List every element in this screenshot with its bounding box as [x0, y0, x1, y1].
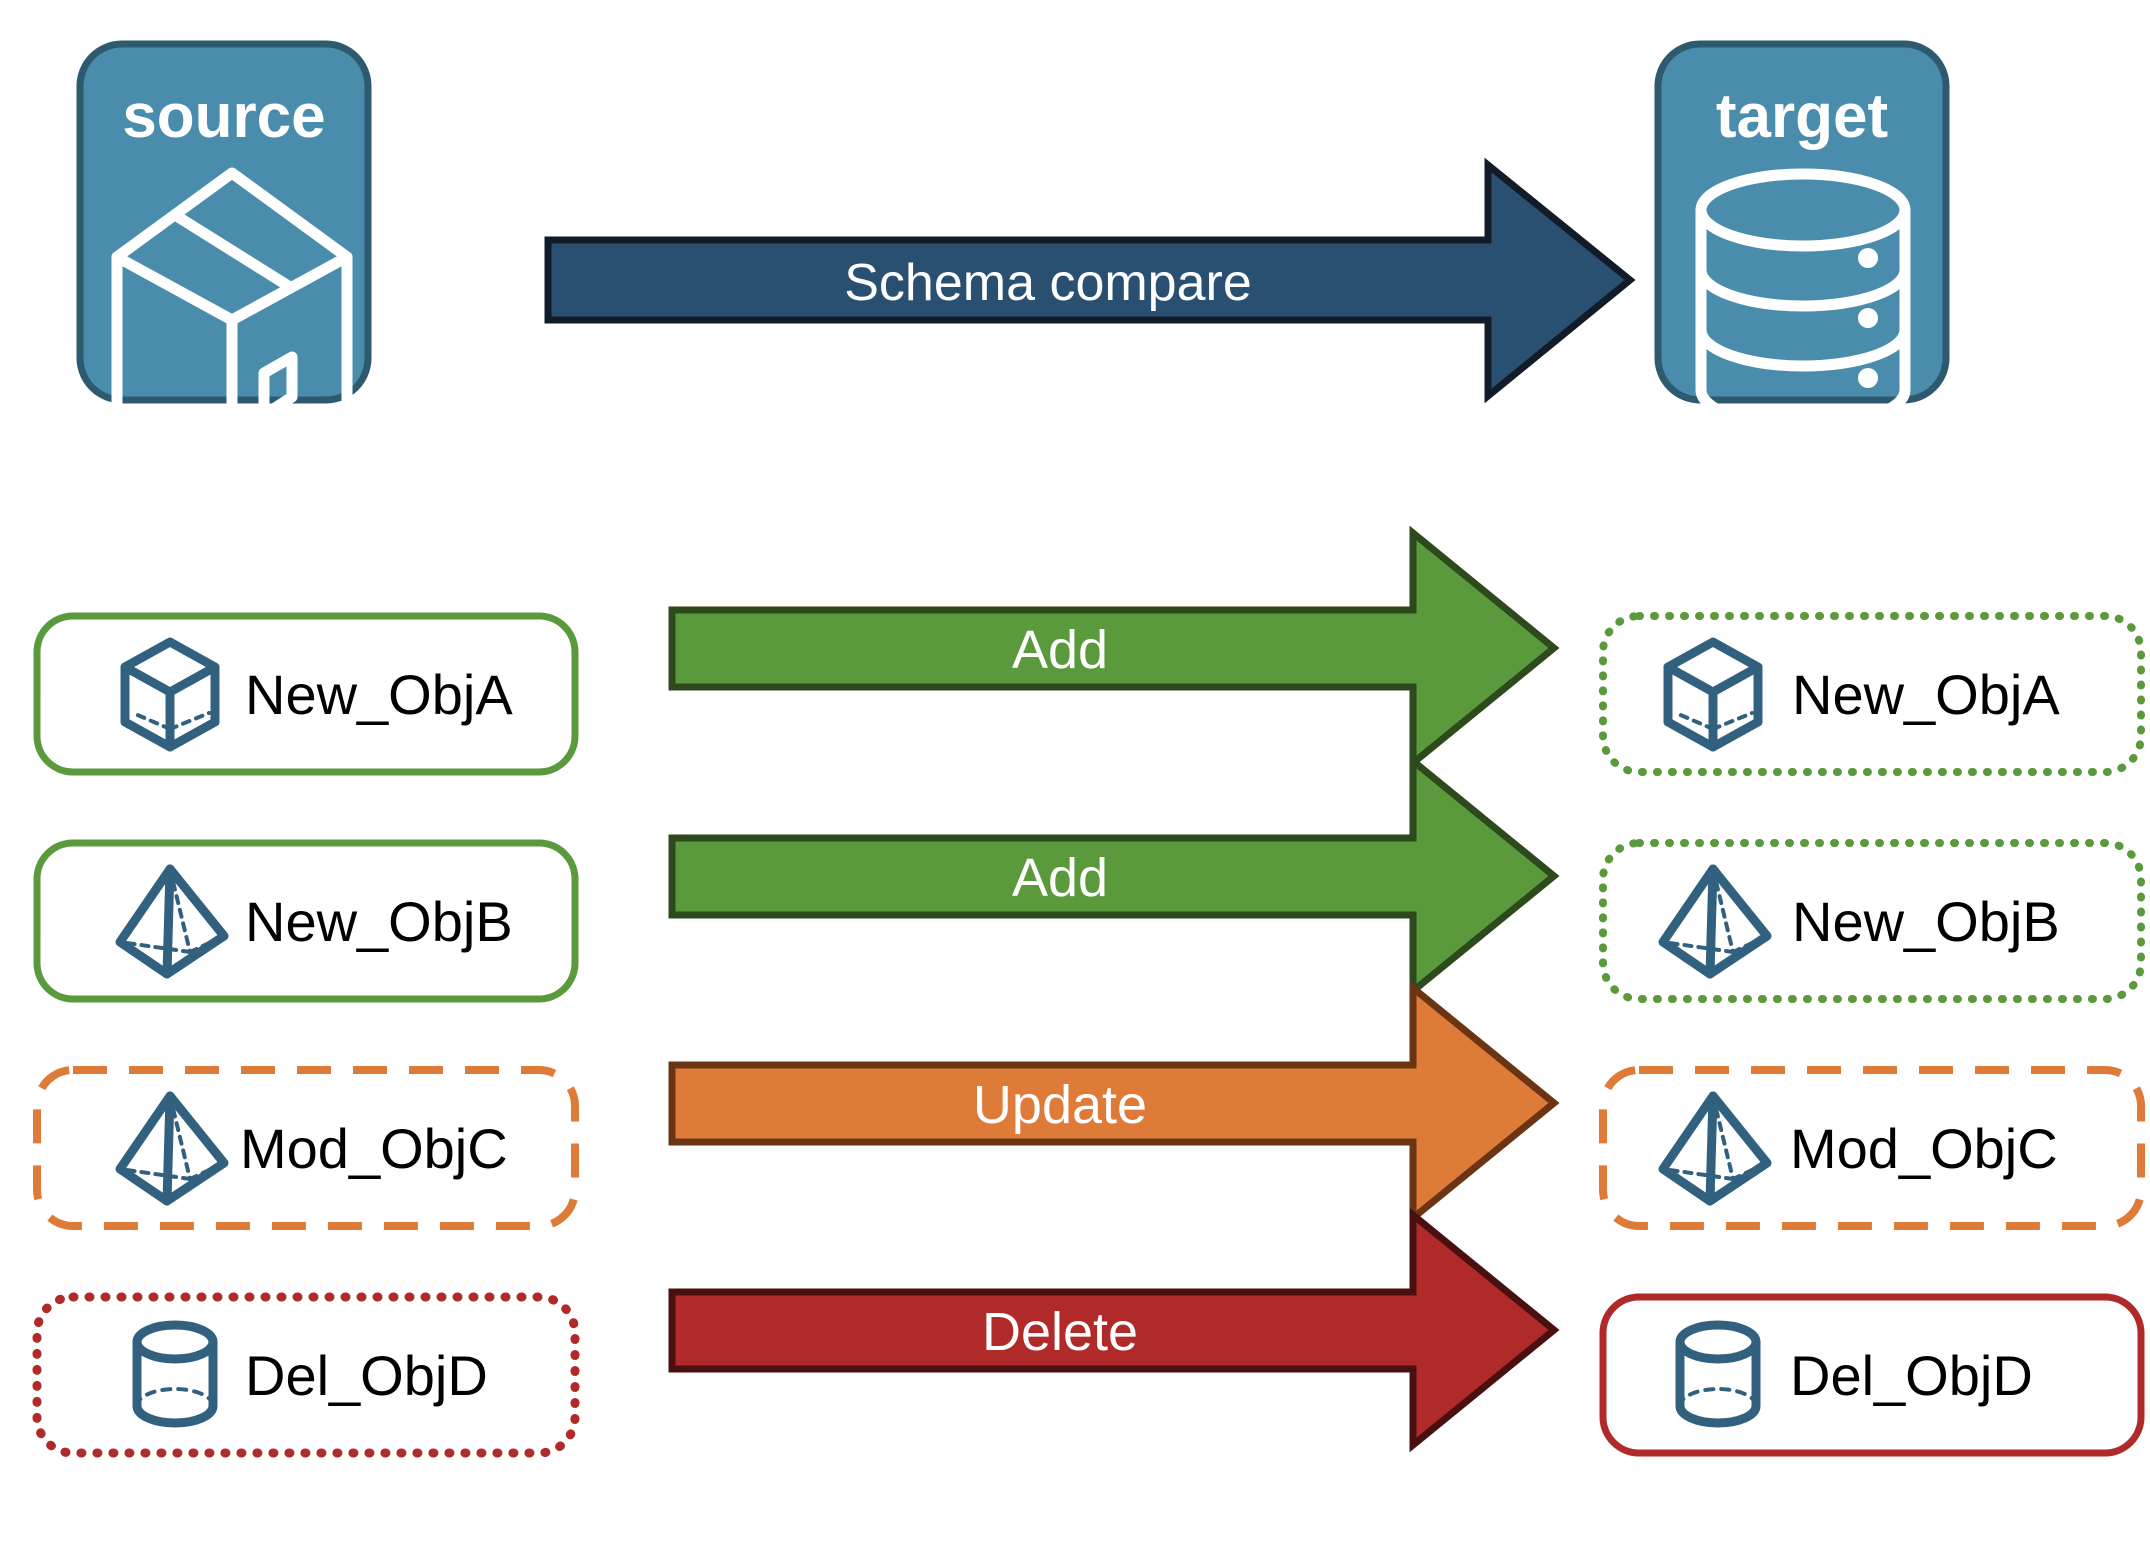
endpoint-source-label: source — [122, 82, 325, 151]
source-object-label-3: Del_ObjD — [245, 1344, 488, 1407]
schema-compare-arrow-label: Schema compare — [844, 254, 1252, 312]
endpoint-target-label: target — [1716, 82, 1888, 151]
schema-compare-arrow-shape — [544, 157, 1636, 404]
source-object-label-0: New_ObjA — [245, 663, 513, 726]
action-arrow-3[interactable] — [668, 1207, 1560, 1453]
row-update-mod-objc: Mod_ObjC Update Mod_ObjC — [33, 980, 2145, 1230]
row-delete-del-objd: Del_ObjD Delete Del_ObjD — [32, 1207, 2145, 1458]
target-object-label-3: Del_ObjD — [1790, 1344, 2033, 1407]
source-object-label-2: Mod_ObjC — [240, 1117, 508, 1180]
target-object-card-3[interactable] — [1599, 1293, 2145, 1457]
source-object-card-3[interactable] — [32, 1292, 580, 1458]
action-arrow-label-0: Add — [1012, 620, 1108, 680]
endpoint-source-box — [76, 40, 372, 404]
row-add-new-objb: New_ObjB Add New_ObjB — [33, 753, 2145, 1003]
endpoint-source[interactable]: source — [76, 40, 372, 485]
action-arrow-label-3: Delete — [982, 1302, 1138, 1362]
target-object-label-0: New_ObjA — [1792, 663, 2060, 726]
target-object-label-1: New_ObjB — [1792, 890, 2060, 953]
action-arrow-0[interactable] — [668, 525, 1560, 771]
endpoint-target[interactable]: target — [1654, 40, 1950, 426]
action-arrow-label-2: Update — [973, 1075, 1147, 1135]
action-arrow-label-1: Add — [1012, 848, 1108, 908]
source-object-label-1: New_ObjB — [245, 890, 513, 953]
schema-compare-arrow[interactable]: Schema compare — [544, 157, 1636, 404]
action-arrow-1[interactable] — [668, 753, 1560, 999]
action-arrow-2[interactable] — [668, 980, 1560, 1226]
target-object-label-2: Mod_ObjC — [1790, 1117, 2058, 1180]
row-add-new-obja: New_ObjA Add New_ObjA — [33, 525, 2145, 776]
